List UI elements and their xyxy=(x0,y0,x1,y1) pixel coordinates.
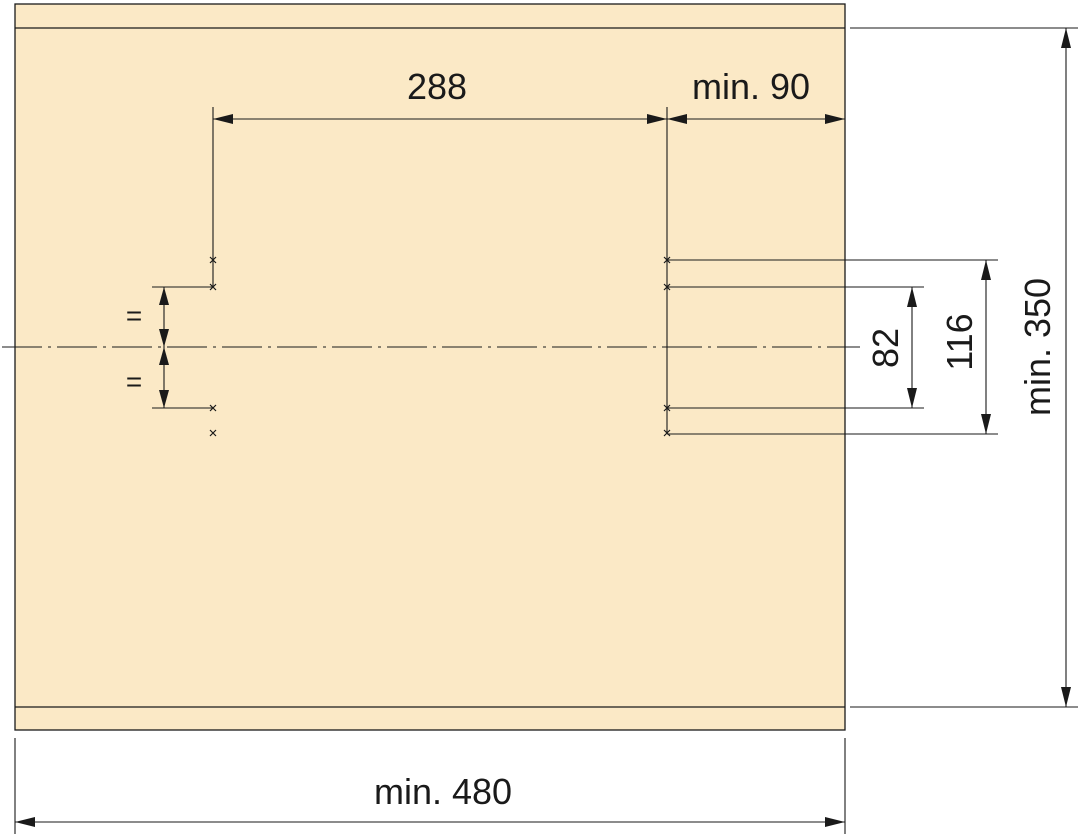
equal-sign-top: = xyxy=(126,300,142,331)
equal-sign-bottom: = xyxy=(126,366,142,397)
dimension-min-90: min. 90 xyxy=(667,66,845,124)
dimension-min-350-label: min. 350 xyxy=(1017,278,1058,416)
dimension-min-480: min. 480 xyxy=(14,738,846,834)
dimension-82-label: 82 xyxy=(865,328,906,368)
left-equal-dimensions: = = xyxy=(126,286,213,409)
dimension-116-label: 116 xyxy=(939,313,980,370)
dimension-116: 116 xyxy=(939,260,991,434)
dimension-min-90-label: min. 90 xyxy=(692,66,810,107)
right-extension-lines xyxy=(667,27,1078,708)
dimension-min-350: min. 350 xyxy=(1017,28,1071,707)
panel-body xyxy=(14,3,846,731)
dimension-288-label: 288 xyxy=(407,66,467,107)
dimension-min-480-label: min. 480 xyxy=(374,771,512,812)
dimension-288: 288 xyxy=(213,66,667,124)
dimension-82: 82 xyxy=(865,287,917,408)
